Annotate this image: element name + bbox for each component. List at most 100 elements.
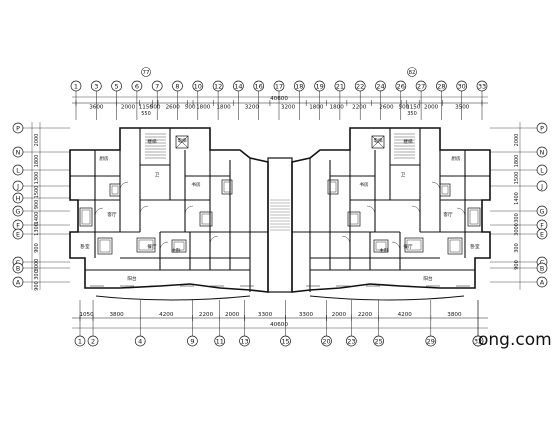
axis-label-bottom: 15 bbox=[281, 338, 289, 346]
axis-label-left: H bbox=[16, 195, 21, 202]
axis-bubble-extra bbox=[407, 67, 417, 77]
axis-label-bottom: 11 bbox=[216, 338, 224, 346]
watermark: ong.com bbox=[478, 330, 552, 350]
axis-label-bottom: 23 bbox=[347, 338, 355, 346]
axis-label-right: G bbox=[540, 208, 545, 215]
furniture-inner bbox=[201, 213, 211, 225]
axis-bubble-right bbox=[536, 164, 548, 176]
axis-label-bottom: 4 bbox=[138, 338, 142, 346]
axis-label-right: A bbox=[540, 279, 545, 286]
dim-value-bottom: 2200 bbox=[199, 312, 214, 318]
room-label: 客厅 bbox=[107, 211, 117, 218]
door-swing bbox=[391, 241, 401, 251]
axis-bubble-bottom bbox=[280, 335, 291, 347]
axis-label-top: 3 bbox=[94, 83, 98, 91]
furniture bbox=[171, 239, 187, 253]
door-swing bbox=[139, 205, 149, 215]
dim-value-top: 3500 bbox=[455, 105, 470, 111]
furniture bbox=[404, 237, 424, 253]
room-label: 楼梯 bbox=[403, 138, 413, 145]
watermark-text: ong.com bbox=[478, 330, 552, 350]
door-swing bbox=[94, 207, 104, 217]
dim-value-top: 500 bbox=[150, 105, 161, 111]
furniture bbox=[79, 207, 93, 227]
axis-label-bottom: 25 bbox=[375, 338, 383, 346]
axis-label-top: 24 bbox=[376, 83, 384, 91]
axis-bubble-top bbox=[436, 80, 447, 92]
door-swing bbox=[411, 205, 421, 215]
dim-value-left: 1400 bbox=[34, 212, 40, 225]
axis-label-bottom: 20 bbox=[322, 338, 330, 346]
furniture-inner bbox=[173, 241, 185, 251]
axis-label-top: 5 bbox=[115, 83, 119, 91]
axis-label-left: G bbox=[16, 208, 21, 215]
dim-value-top: 500 bbox=[399, 105, 410, 111]
dim-value-bottom: 3300 bbox=[258, 312, 273, 318]
room-label: 客厅 bbox=[443, 211, 453, 218]
dim-total-bottom: 40600 bbox=[270, 322, 288, 328]
axis-label-top: 8 bbox=[175, 83, 179, 91]
furniture-inner bbox=[375, 241, 387, 251]
axis-bubble-top bbox=[233, 80, 244, 92]
dim-value-top: 2200 bbox=[352, 105, 367, 111]
axis-bubble-top bbox=[293, 80, 305, 92]
furniture bbox=[347, 211, 361, 227]
exterior-wall bbox=[291, 127, 491, 293]
furniture-inner bbox=[469, 209, 479, 225]
dim-small-top: 350 bbox=[407, 111, 417, 117]
dim-value-top: 3600 bbox=[89, 105, 104, 111]
axis-bubble-bottom bbox=[239, 335, 250, 347]
dim-value-bottom: 2000 bbox=[332, 312, 347, 318]
axis-label-left: B bbox=[16, 265, 20, 272]
axis-label-top: 18 bbox=[295, 83, 303, 91]
dim-value-top: 2600 bbox=[166, 105, 181, 111]
furniture-inner bbox=[349, 213, 359, 225]
furniture-inner bbox=[406, 239, 422, 251]
axis-bubble-left bbox=[12, 228, 24, 240]
door-swing bbox=[184, 205, 194, 215]
dim-value-top: 500 bbox=[185, 105, 196, 111]
dim-value-bottom: 4200 bbox=[159, 312, 174, 318]
axis-bubble-top bbox=[334, 80, 346, 92]
axis-label-left: F bbox=[16, 222, 20, 229]
room-label: 卫 bbox=[401, 172, 406, 178]
room-label: 主卧 bbox=[171, 247, 181, 254]
door-swing bbox=[366, 205, 376, 215]
room-label: 卧室 bbox=[470, 243, 480, 250]
dim-value-right: 1800 bbox=[514, 155, 520, 168]
axis-bubble-top bbox=[395, 80, 407, 92]
axis-bubble-bottom bbox=[134, 335, 146, 347]
core-corridor bbox=[267, 157, 293, 293]
furniture bbox=[97, 237, 113, 255]
dim-value-bottom: 4200 bbox=[398, 312, 413, 318]
axis-bubble-extra bbox=[141, 67, 151, 77]
axis-label-right: N bbox=[540, 149, 545, 156]
dim-value-left: 1500 bbox=[34, 186, 40, 199]
dim-value-right: 1400 bbox=[514, 192, 520, 205]
axis-label-top: 10 bbox=[194, 83, 202, 91]
axis-label-top: 22 bbox=[356, 83, 364, 91]
balcony-curve bbox=[309, 295, 465, 301]
axis-bubble-top bbox=[90, 80, 102, 92]
dim-value-top: 1150 bbox=[406, 105, 421, 111]
furniture-inner bbox=[138, 239, 154, 251]
dim-value-top: 1800 bbox=[309, 105, 324, 111]
axis-bubble-top bbox=[415, 80, 427, 92]
dim-value-bottom: 1050 bbox=[79, 312, 94, 318]
dim-value-bottom: 3800 bbox=[110, 312, 125, 318]
dim-value-left: 900 bbox=[34, 243, 40, 253]
room-label: 阳台 bbox=[423, 275, 433, 282]
room-label: 卫 bbox=[155, 172, 160, 178]
room-label: 电梯 bbox=[373, 137, 383, 144]
furniture-inner bbox=[449, 239, 461, 253]
dim-value-left: 2000 bbox=[34, 134, 40, 147]
axis-bubble-bottom bbox=[472, 335, 484, 347]
axis-bubble-left bbox=[12, 180, 24, 192]
elevator-shaft bbox=[371, 135, 385, 149]
axis-bubble-top bbox=[192, 80, 204, 92]
axis-bubble-left bbox=[12, 146, 24, 158]
furniture-inner bbox=[111, 185, 119, 195]
axis-bubble-top bbox=[151, 80, 163, 92]
axis-bubble-top bbox=[253, 80, 265, 92]
axis-label-bottom: 9 bbox=[190, 338, 194, 346]
